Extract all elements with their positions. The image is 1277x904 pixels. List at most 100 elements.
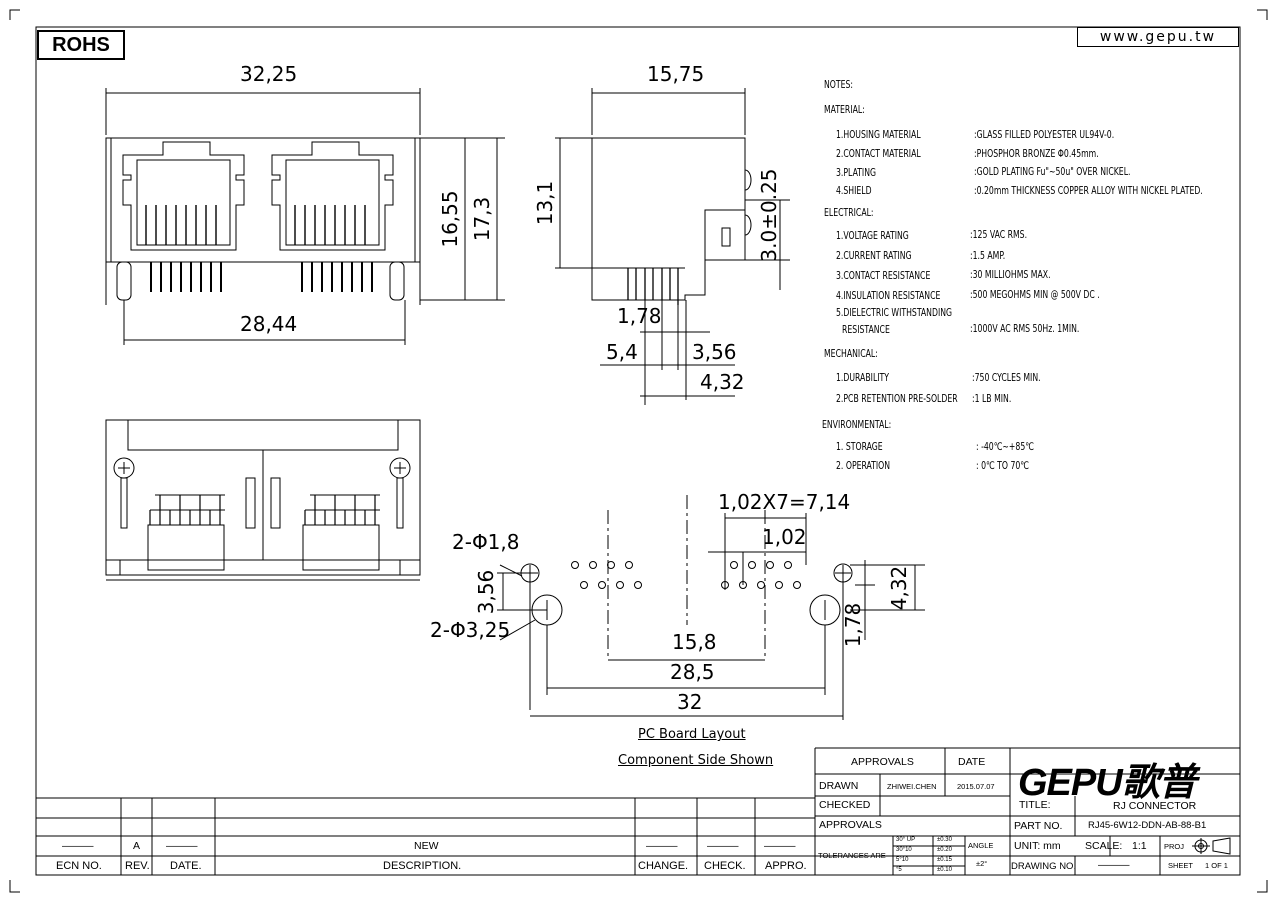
notes-heading: NOTES: bbox=[824, 79, 854, 91]
note-value: :GOLD PLATING Fu"~50u" OVER NICKEL. bbox=[974, 166, 1131, 178]
rev-header-rev: REV. bbox=[125, 860, 150, 872]
dim-pcb-hole-large: 2-Φ3,25 bbox=[430, 618, 511, 642]
dim-pcb-hole-small: 2-Φ1,8 bbox=[452, 530, 520, 554]
tb-title-value: RJ CONNECTOR bbox=[1113, 800, 1197, 812]
note-label: 3.CONTACT RESISTANCE bbox=[836, 270, 931, 282]
dim-pcb-outer: 32 bbox=[677, 690, 703, 714]
tb-tol-range: 30° UP bbox=[896, 837, 916, 843]
rev-header-change: CHANGE. bbox=[638, 860, 689, 872]
tb-drawing-label: DRAWING NO. bbox=[1011, 861, 1077, 872]
tb-tol-value: ±0.20 bbox=[937, 847, 952, 853]
tb-checked-label: CHECKED bbox=[819, 799, 871, 811]
dim-side-pin-d: 4,32 bbox=[700, 370, 745, 394]
caption-component-side: Component Side Shown bbox=[618, 753, 774, 768]
tb-tol-range: 30°10 bbox=[896, 847, 912, 853]
dim-pcb-mid: 28,5 bbox=[670, 660, 715, 684]
note-label: 2.PCB RETENTION PRE-SOLDER bbox=[836, 393, 958, 405]
side-view bbox=[555, 88, 790, 405]
rev-check-value: ——— bbox=[707, 840, 739, 852]
note-label: 4.INSULATION RESISTANCE bbox=[836, 290, 941, 302]
dim-side-tab: 3.0±0.25 bbox=[757, 168, 781, 261]
bottom-view bbox=[105, 419, 421, 581]
rev-appro-value: ——— bbox=[764, 840, 796, 852]
mechanical-heading: MECHANICAL: bbox=[824, 348, 878, 360]
dim-side-width: 15,75 bbox=[647, 62, 705, 86]
tb-approvals-label: APPROVALS bbox=[819, 819, 882, 831]
tb-tol-value: ±0.30 bbox=[937, 837, 952, 843]
tb-proj-label: PROJ bbox=[1164, 842, 1185, 851]
dim-front-height-a: 16,55 bbox=[438, 190, 462, 247]
gepu-logo: GEPU歌普 bbox=[1018, 762, 1197, 804]
dim-pcb-inner: 15,8 bbox=[672, 630, 717, 654]
tb-tol-value: ±0.10 bbox=[937, 867, 952, 873]
rev-change-value: ——— bbox=[646, 840, 678, 852]
note-label: 2. OPERATION bbox=[836, 460, 891, 472]
note-value: :1.5 AMP. bbox=[970, 250, 1006, 262]
note-value: :750 CYCLES MIN. bbox=[972, 372, 1041, 384]
note-label: 1.HOUSING MATERIAL bbox=[836, 129, 921, 141]
website-url[interactable]: www.gepu.tw bbox=[1077, 27, 1239, 47]
tb-drawn-date: 2015.07.07 bbox=[957, 782, 995, 791]
tb-scale-label: SCALE: bbox=[1085, 840, 1123, 852]
tb-scale-value: 1:1 bbox=[1132, 840, 1147, 852]
note-label: 2.CURRENT RATING bbox=[836, 250, 912, 262]
note-label: RESISTANCE bbox=[842, 324, 890, 336]
rev-ecn-value: ——— bbox=[62, 840, 94, 852]
rohs-badge: ROHS bbox=[37, 30, 125, 60]
tb-tol-value: ±0.15 bbox=[937, 857, 952, 863]
dim-side-pin-a: 1,78 bbox=[617, 304, 662, 328]
rev-header-appro: APPRO. bbox=[765, 860, 807, 872]
rev-rev-value: A bbox=[133, 840, 141, 852]
note-value: : 0℃ TO 70℃ bbox=[976, 460, 1030, 472]
rev-date-value: ——— bbox=[166, 840, 198, 852]
dim-side-height: 13,1 bbox=[533, 181, 557, 226]
tb-angle-tol: ±2° bbox=[976, 859, 988, 868]
tb-tol-range: °5 bbox=[896, 867, 902, 873]
drawing-border bbox=[35, 26, 1241, 876]
dim-front-width: 32,25 bbox=[240, 62, 298, 86]
note-value: :30 MILLIOHMS MAX. bbox=[970, 269, 1051, 281]
electrical-heading: ELECTRICAL: bbox=[824, 207, 874, 219]
dim-pcb-right-offset: 4,32 bbox=[887, 566, 911, 611]
note-label: 1.VOLTAGE RATING bbox=[836, 230, 909, 242]
note-value: :PHOSPHOR BRONZE Φ0.45mm. bbox=[974, 148, 1099, 160]
rev-description-value: NEW bbox=[414, 840, 439, 852]
note-label: 2.CONTACT MATERIAL bbox=[836, 148, 921, 160]
note-value: :GLASS FILLED POLYESTER UL94V-0. bbox=[974, 129, 1115, 141]
rev-header-ecn: ECN NO. bbox=[56, 860, 102, 872]
note-label: 4.SHIELD bbox=[836, 185, 872, 197]
tb-unit-label: UNIT: mm bbox=[1014, 840, 1061, 852]
tb-sheet-label: SHEET bbox=[1168, 861, 1194, 870]
note-value: :0.20mm THICKNESS COPPER ALLOY WITH NICK… bbox=[974, 185, 1203, 197]
tb-tolerances-label: TOLERANCES ARE bbox=[818, 851, 886, 860]
dim-pcb-row-offset: 3,56 bbox=[474, 570, 498, 615]
note-value: :500 MEGOHMS MIN @ 500V DC . bbox=[970, 289, 1100, 301]
front-view bbox=[105, 88, 505, 345]
tb-drawing-value: ——— bbox=[1098, 859, 1130, 871]
pcb-layout bbox=[497, 495, 925, 720]
tb-sheet-value: 1 OF 1 bbox=[1205, 861, 1228, 870]
tb-date-header: DATE bbox=[958, 756, 986, 768]
material-heading: MATERIAL: bbox=[824, 104, 865, 116]
note-value: : -40℃~+85℃ bbox=[976, 441, 1034, 453]
rev-header-check: CHECK. bbox=[704, 860, 746, 872]
tb-drawn-by: ZHIWEI.CHEN bbox=[887, 782, 937, 791]
dim-side-pin-c: 3,56 bbox=[692, 340, 737, 364]
tb-part-value: RJ45-6W12-DDN-AB-88-B1 bbox=[1088, 820, 1207, 831]
note-label: 3.PLATING bbox=[836, 167, 877, 179]
dim-front-pin-span: 28,44 bbox=[240, 312, 298, 336]
tb-angle-label: ANGLE bbox=[968, 841, 994, 850]
rev-header-description: DESCRIPTION. bbox=[383, 860, 462, 872]
note-label: 5.DIELECTRIC WITHSTANDING bbox=[836, 307, 953, 319]
note-label: 1.DURABILITY bbox=[836, 372, 890, 384]
dim-pcb-right-small: 1,78 bbox=[841, 603, 865, 648]
rev-header-date: DATE. bbox=[170, 860, 202, 872]
tb-part-label: PART NO. bbox=[1014, 820, 1063, 832]
note-value: :1000V AC RMS 50Hz. 1MIN. bbox=[970, 323, 1080, 335]
dim-pcb-pitch-total: 1,02X7=7,14 bbox=[718, 490, 851, 514]
dim-side-pin-b: 5,4 bbox=[606, 340, 638, 364]
note-label: 1. STORAGE bbox=[836, 441, 883, 453]
tb-title-label: TITLE: bbox=[1019, 799, 1051, 811]
tb-drawn-label: DRAWN bbox=[819, 780, 859, 792]
